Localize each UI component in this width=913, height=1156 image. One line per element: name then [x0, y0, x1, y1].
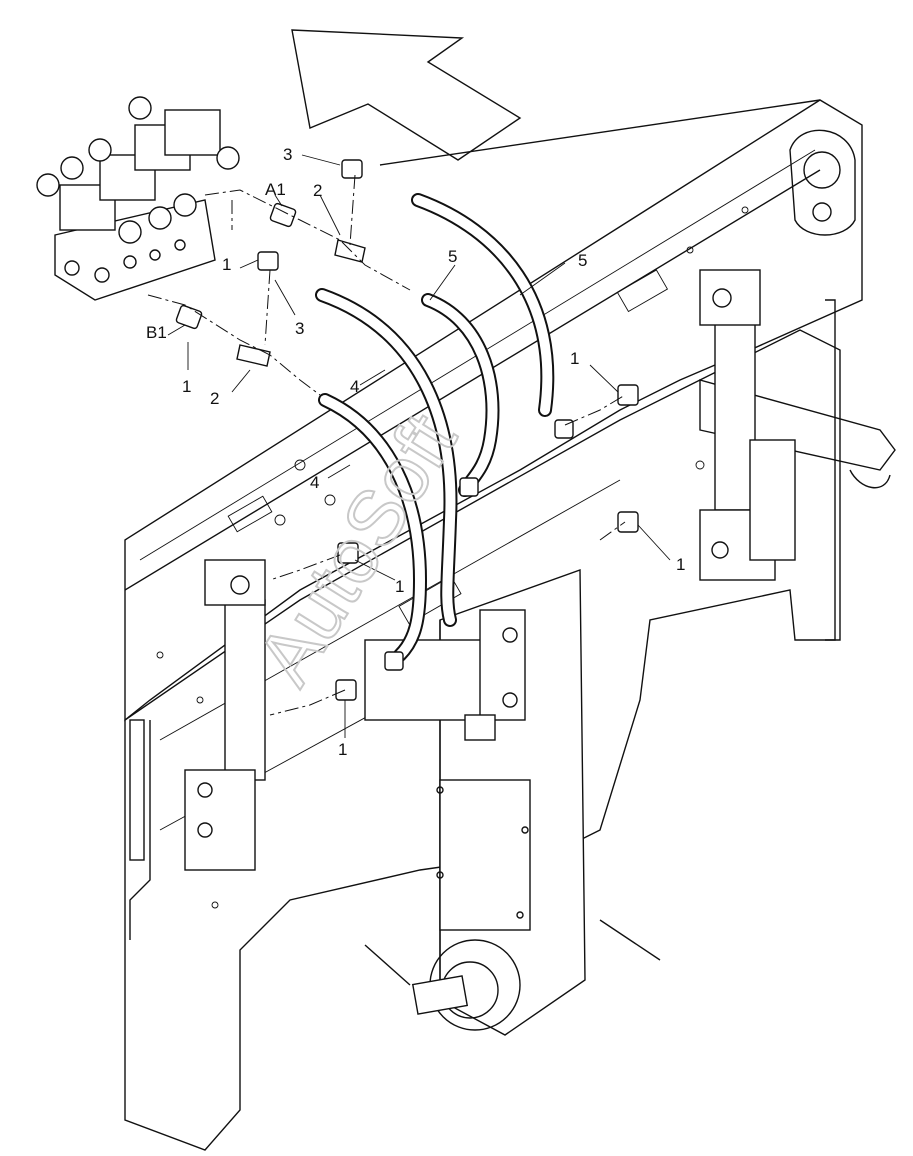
callout-1-bottom: 1	[338, 740, 347, 759]
callout-3-mid: 3	[295, 319, 304, 338]
callout-5-mid: 5	[448, 247, 457, 266]
valve-block	[36, 96, 240, 301]
callout-1-lower-right: 1	[676, 555, 685, 574]
callout-labels: 3 A1 2 1 3 B1 1 2 5 5 1 4 4 1 1 1	[146, 145, 685, 759]
callout-4-lower: 4	[310, 473, 319, 492]
callout-1-left: 1	[222, 255, 231, 274]
callout-a1: A1	[265, 180, 286, 199]
callout-3-top: 3	[283, 145, 292, 164]
callout-1-b1: 1	[182, 377, 191, 396]
assembly-lines	[147, 174, 626, 716]
left-cylinder	[129, 559, 266, 871]
direction-arrow	[291, 29, 522, 161]
motor-column	[364, 569, 661, 1036]
callout-5-right: 5	[578, 251, 587, 270]
leader-lines	[167, 154, 671, 738]
right-arm	[699, 299, 896, 641]
callout-2-top: 2	[313, 181, 322, 200]
callout-2-bottom: 2	[210, 389, 219, 408]
hoses	[315, 193, 555, 662]
callout-b1: B1	[146, 323, 167, 342]
right-cylinder	[699, 269, 796, 581]
callout-4-upper: 4	[350, 377, 359, 396]
callout-1-left-cylinder: 1	[395, 577, 404, 596]
callout-1-upper-right: 1	[570, 349, 579, 368]
